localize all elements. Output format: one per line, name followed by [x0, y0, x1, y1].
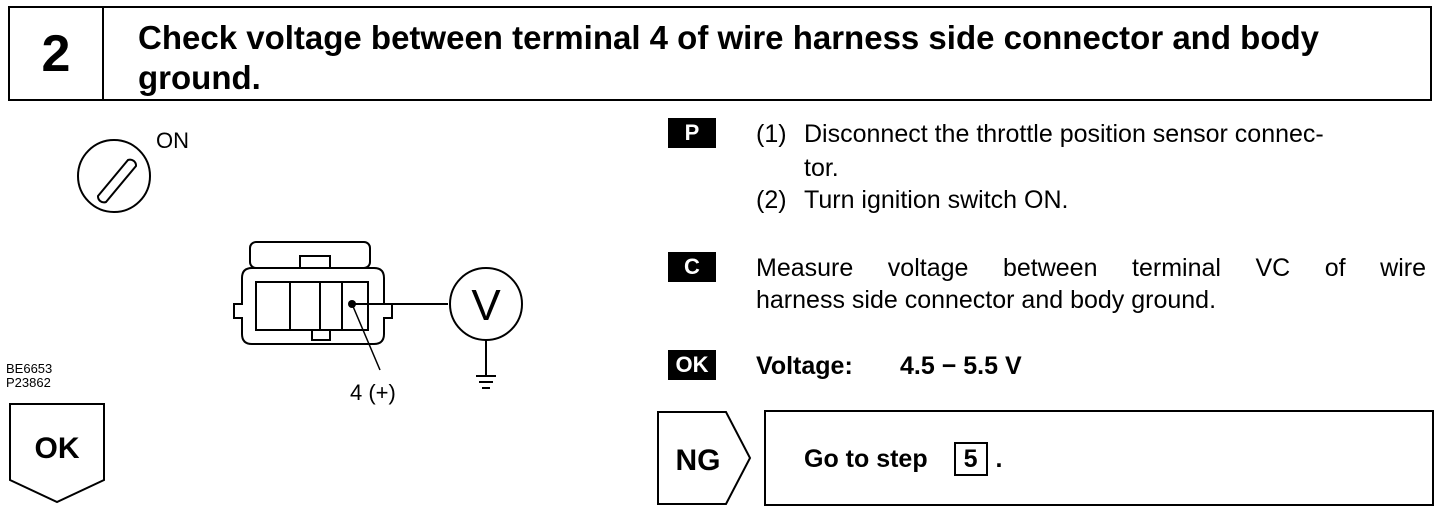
ng-action-box: Go to step 5 . — [764, 410, 1434, 506]
ng-action-text: Go to step 5 . — [804, 442, 1002, 476]
ok-label: OK — [35, 432, 80, 465]
switch-label: ON — [156, 128, 189, 153]
ng-action-prefix: Go to step — [804, 444, 928, 473]
terminal-leader-line — [351, 303, 381, 371]
step-title: Check voltage between terminal 4 of wire… — [138, 19, 1319, 96]
ground-icon — [476, 340, 496, 389]
ok-spec-badge: OK — [668, 350, 716, 380]
ignition-switch-icon — [77, 139, 151, 213]
check-line2: harness side connector and body ground. — [756, 286, 1217, 314]
ok-arrow-shape: OK — [9, 403, 105, 504]
connector-diagram: ON V 4 (+) — [77, 128, 523, 405]
ok-spec-value: 4.5 − 5.5 V — [900, 352, 1022, 380]
prepare-step-2-num: (2) — [756, 186, 787, 214]
ng-result-box[interactable]: NG — [656, 410, 756, 511]
prepare-step-1-line1: Disconnect the throttle position sensor … — [804, 120, 1324, 148]
step-number: 2 — [10, 8, 104, 99]
ng-label: NG — [676, 444, 721, 477]
ng-action-suffix: . — [995, 444, 1003, 473]
prepare-badge: P — [668, 118, 716, 148]
terminal-label: 4 (+) — [350, 380, 396, 405]
ng-arrow-shape: NG — [657, 411, 752, 505]
connector-icon — [233, 241, 393, 345]
ok-spec-label: Voltage: — [756, 352, 853, 380]
figure-code: P23862 — [6, 375, 51, 390]
figure-codes: BE6653 P23862 — [6, 362, 52, 390]
figure-code: BE6653 — [6, 361, 53, 376]
prepare-step-2-line1: Turn ignition switch ON. — [804, 186, 1069, 214]
ok-result-box[interactable]: OK — [8, 402, 108, 511]
step-header: 2 Check voltage between terminal 4 of wi… — [8, 6, 1432, 101]
prepare-step-1-line2: tor. — [804, 154, 839, 182]
meter-label: V — [471, 281, 501, 330]
check-line1: Measure voltage between terminal VC of w… — [756, 254, 1426, 282]
step-reference-link[interactable]: 5 — [953, 442, 988, 476]
prepare-step-1-num: (1) — [756, 120, 787, 148]
check-badge: C — [668, 252, 716, 282]
